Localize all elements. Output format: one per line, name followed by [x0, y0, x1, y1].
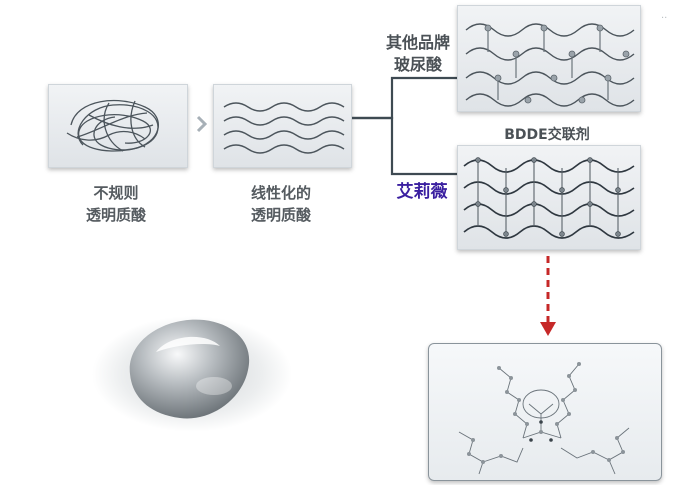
linear-chains-drawing	[223, 102, 345, 154]
chevron-right-icon	[196, 115, 208, 133]
linear-ha-panel	[213, 84, 352, 168]
irregular-ha-label: 不规则 透明质酸	[66, 182, 166, 226]
brand-label: 艾莉薇	[396, 182, 448, 202]
down-arrow-icon	[540, 256, 556, 336]
linear-ha-label: 线性化的 透明质酸	[226, 182, 336, 226]
tangled-chain-drawing	[66, 100, 159, 152]
other-brands-network-panel	[457, 5, 641, 112]
other-brands-label-line1: 其他品牌	[385, 33, 450, 52]
other-brands-label: 其他品牌 玻尿酸	[375, 32, 461, 76]
gel-droplet-image	[92, 316, 292, 432]
light-crosslink-drawing	[465, 23, 635, 107]
other-brands-label-line2: 玻尿酸	[393, 55, 442, 74]
irregular-ha-label-line1: 不规则	[93, 184, 139, 202]
irregular-ha-label-line2: 透明质酸	[85, 206, 146, 224]
corner-dots: ··	[661, 13, 668, 24]
linear-ha-label-line2: 透明质酸	[250, 206, 311, 224]
branch-connector	[352, 76, 458, 176]
molecule-structure-drawing	[458, 362, 630, 475]
linear-ha-label-line1: 线性化的	[250, 184, 311, 202]
molecule-structure-panel	[428, 343, 662, 481]
irregular-ha-panel	[48, 84, 188, 168]
dense-crosslink-drawing	[463, 157, 635, 239]
brand-network-panel	[457, 145, 641, 250]
crosslinker-label: BDDE交联剂	[504, 127, 590, 143]
